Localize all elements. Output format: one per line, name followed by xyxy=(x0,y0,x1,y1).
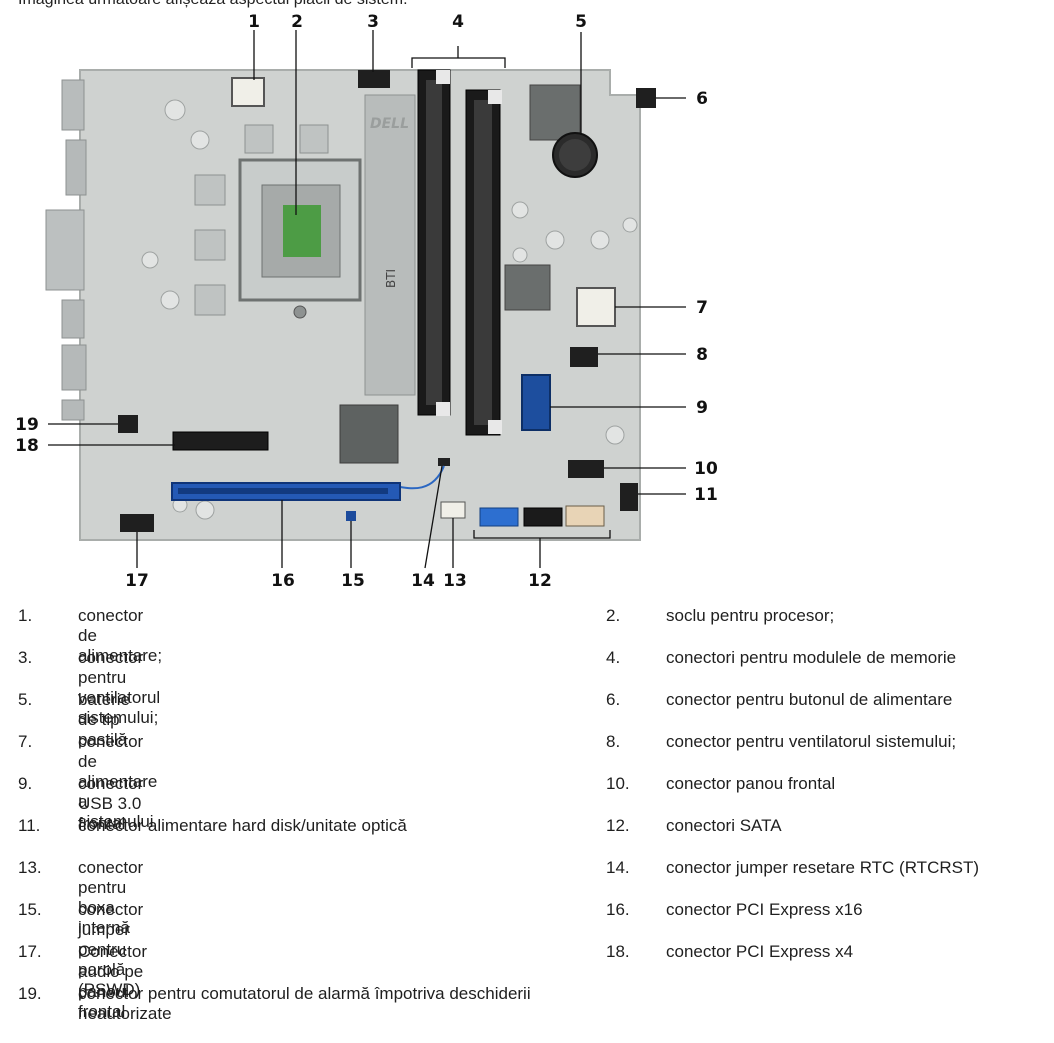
callout-4: 4 xyxy=(452,12,464,32)
callout-9: 9 xyxy=(696,398,708,418)
pch-chipset xyxy=(340,405,398,463)
cpu-screw xyxy=(294,306,306,318)
sata-port-3 xyxy=(566,506,604,526)
coin-battery-face xyxy=(559,139,591,171)
dimm-slot-2-groove xyxy=(474,100,492,425)
dell-logo-text: DELL xyxy=(370,116,409,132)
callout-3: 3 xyxy=(367,12,379,32)
callout-12: 12 xyxy=(528,571,552,591)
callout-18: 18 xyxy=(15,436,39,456)
callout-2: 2 xyxy=(291,12,303,32)
dimm-area xyxy=(365,95,415,395)
rear-io-usb xyxy=(66,140,86,195)
rear-io-vga xyxy=(46,210,84,290)
callout-5: 5 xyxy=(575,12,587,32)
usb3-front-header xyxy=(522,375,550,430)
sata-port-2 xyxy=(524,508,562,526)
motherboard-figure: BTI DELL xyxy=(0,0,1054,600)
callout-8: 8 xyxy=(696,345,708,365)
front-panel-header xyxy=(568,460,604,478)
hdd-power-header xyxy=(620,483,638,511)
atx-4pin-connector xyxy=(232,78,264,106)
fan-header-1 xyxy=(358,70,390,88)
pswd-jumper xyxy=(346,511,356,521)
speaker-header xyxy=(441,502,465,518)
rear-io-ps2 xyxy=(62,80,84,130)
front-audio-header xyxy=(120,514,154,532)
atx-8pin-connector xyxy=(577,288,615,326)
callout-11: 11 xyxy=(694,485,718,505)
callout-17: 17 xyxy=(125,571,149,591)
fan-header-2 xyxy=(570,347,598,367)
ic-chip xyxy=(505,265,550,310)
rear-io-lan xyxy=(62,345,86,390)
super-io-chip xyxy=(530,85,580,140)
callout-15: 15 xyxy=(341,571,365,591)
intrusion-switch-header xyxy=(118,415,138,433)
callout-10: 10 xyxy=(694,459,718,479)
rear-io-audio xyxy=(62,400,84,420)
callout-13: 13 xyxy=(443,571,467,591)
sata-port-1 xyxy=(480,508,518,526)
callout-19: 19 xyxy=(15,415,39,435)
callout-14: 14 xyxy=(411,571,435,591)
callout-6: 6 xyxy=(696,89,708,109)
rtcrst-jumper xyxy=(438,458,450,466)
board-marking-text: BTI xyxy=(384,269,398,288)
callout-7: 7 xyxy=(696,298,708,318)
callout-1: 1 xyxy=(248,12,260,32)
dimm-slot-1-groove xyxy=(426,80,442,405)
callout-16: 16 xyxy=(271,571,295,591)
power-button-header xyxy=(636,88,656,108)
pcie-x16-groove xyxy=(178,488,388,494)
cpu-socket-center xyxy=(283,205,321,257)
pcie-x4-slot xyxy=(173,432,268,450)
motherboard-diagram: BTI DELL xyxy=(0,0,1054,600)
rear-io-usb3 xyxy=(62,300,84,338)
